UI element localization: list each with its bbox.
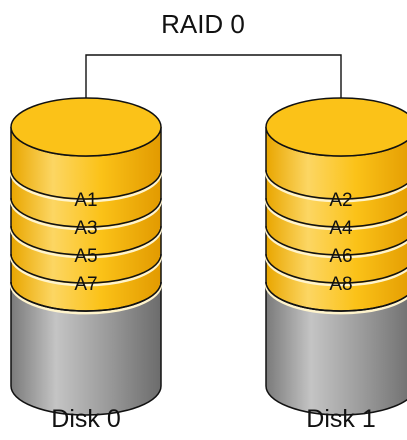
stripe-seam-highlight <box>264 256 407 287</box>
stripe-seam <box>265 197 407 228</box>
stripe-seam <box>10 197 162 228</box>
stripe-seam-highlight <box>9 256 163 287</box>
stripe-block-label: A1 <box>74 190 97 211</box>
stripe-seam <box>265 253 407 284</box>
stripe-seam-highlight <box>9 228 163 259</box>
disk-top-cap <box>265 97 407 157</box>
stripe-seam-highlight <box>9 284 163 315</box>
stripe-seam-highlight <box>264 200 407 231</box>
stripe-seam-highlight <box>9 200 163 231</box>
striping-connector-line <box>85 54 342 127</box>
stripe-block-label: A8 <box>329 274 352 295</box>
stripe-block-label: A5 <box>74 246 97 267</box>
stripe-block-label: A3 <box>74 218 97 239</box>
disk-top-cap <box>10 97 162 157</box>
stripe-seam-highlight <box>264 172 407 203</box>
stripe-seam <box>265 225 407 256</box>
stripe-seam <box>10 169 162 200</box>
stripe-block-label: A7 <box>74 274 97 295</box>
stripe-seam <box>265 169 407 200</box>
stripe-seam <box>10 253 162 284</box>
stripe-block-label: A6 <box>329 246 352 267</box>
disk-0-label: Disk 0 <box>51 405 120 433</box>
stripe-seam-highlight <box>9 172 163 203</box>
stripe-seam <box>10 281 162 312</box>
diagram-title: RAID 0 <box>161 9 245 39</box>
stripe-block-label: A4 <box>329 218 353 239</box>
stripe-block-label: A2 <box>329 190 352 211</box>
stripe-seam <box>10 225 162 256</box>
disk-1-label: Disk 1 <box>306 405 375 433</box>
stripe-seam-highlight <box>264 228 407 259</box>
stripe-seam <box>265 281 407 312</box>
stripe-seam-highlight <box>264 284 407 315</box>
